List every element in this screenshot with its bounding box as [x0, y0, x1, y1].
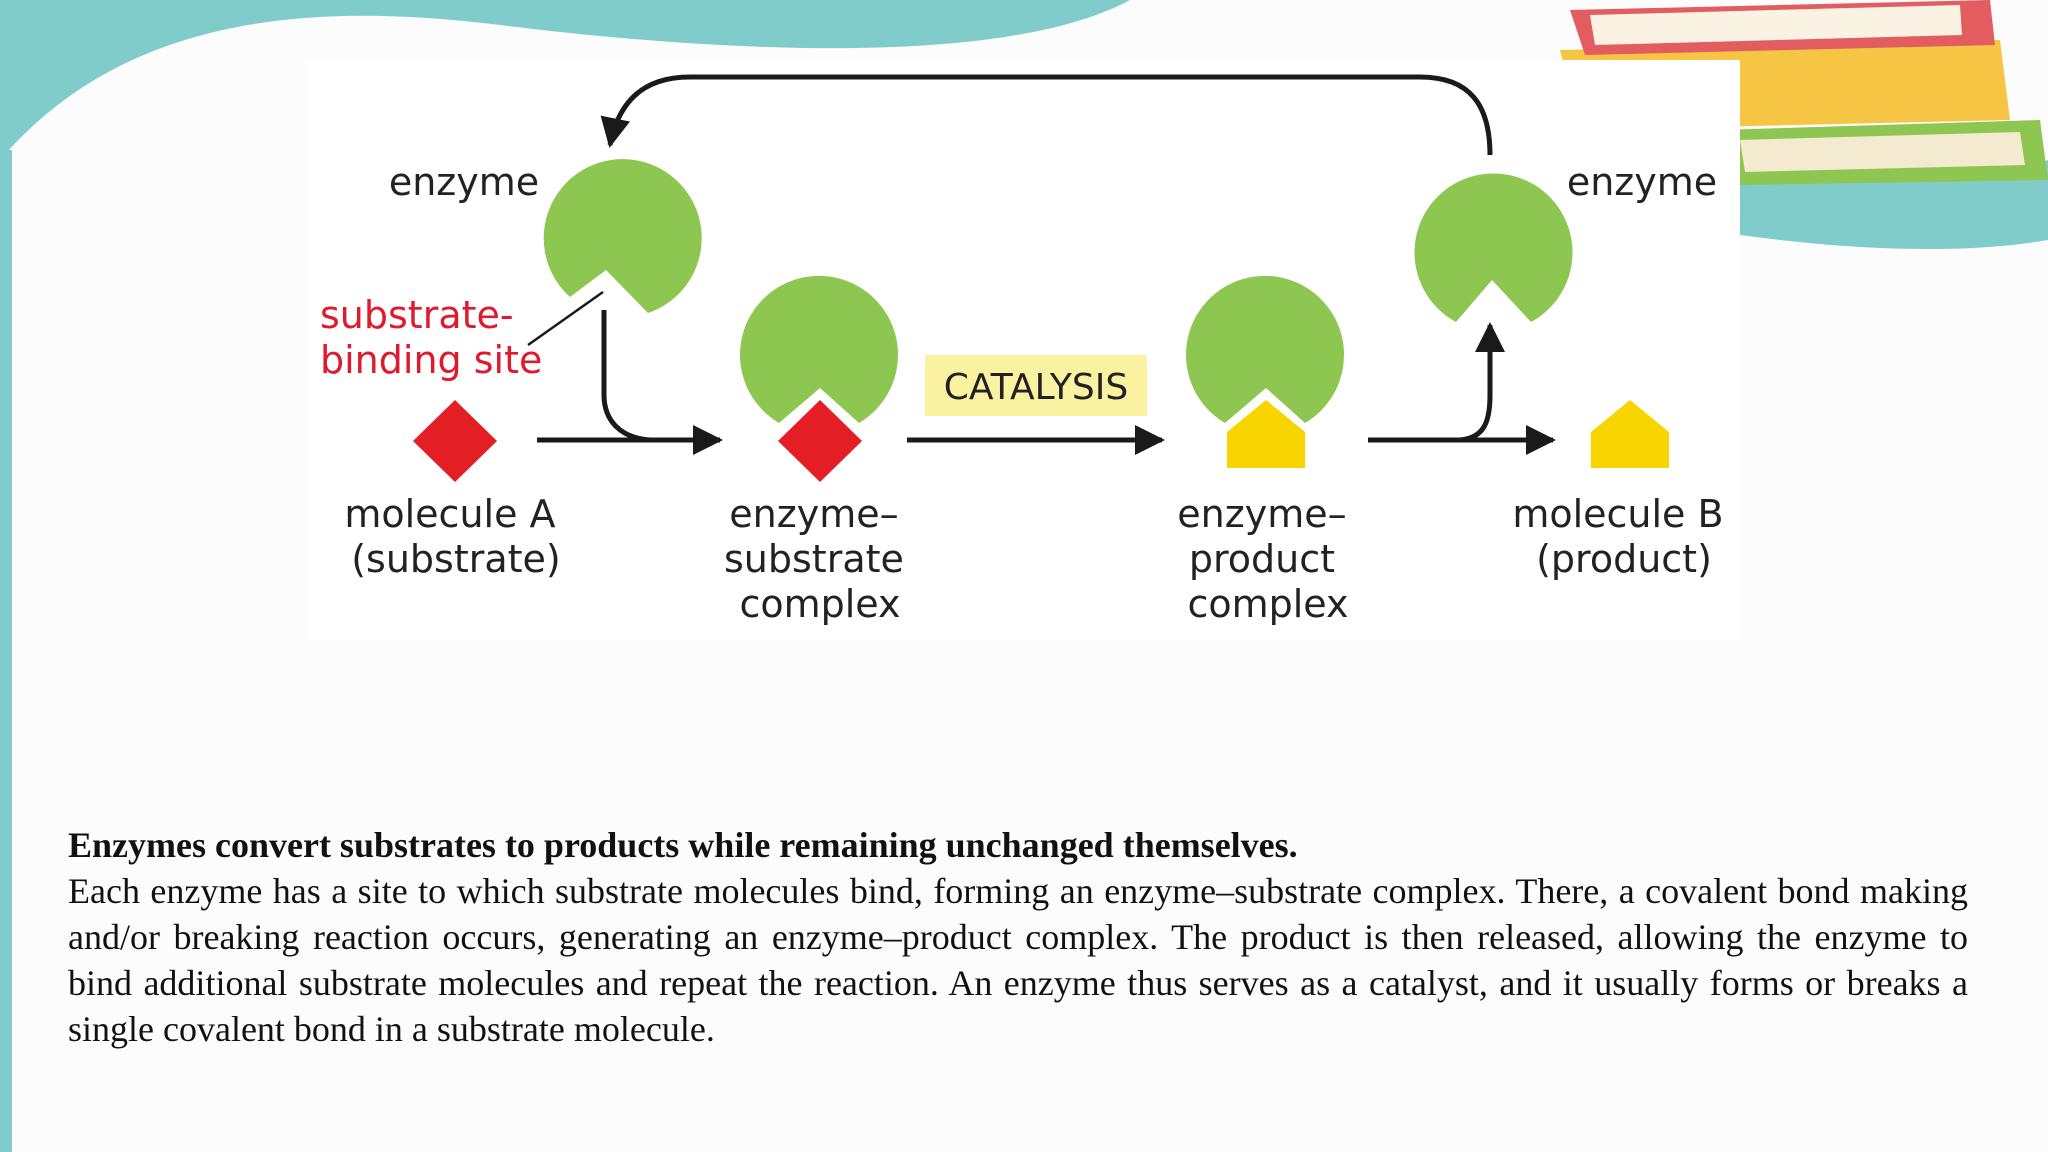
- enzyme-join-arrow: [601, 310, 651, 443]
- enzyme-right-label: enzyme: [1567, 160, 1717, 204]
- product-shape: [1591, 400, 1669, 468]
- binding-site-leader: [527, 290, 604, 347]
- enzyme-release-arrow: [1459, 322, 1505, 443]
- enzyme-left-shape: [543, 159, 702, 313]
- binding-site-label: substrate- binding site: [320, 293, 542, 382]
- enzyme-right-shape: [1414, 173, 1573, 322]
- enzyme-substrate-complex-label: enzyme– substrate complex: [724, 492, 916, 626]
- molecule-b-label: molecule B (product): [1512, 492, 1735, 581]
- teal-band-left: [0, 150, 12, 1152]
- teal-swoosh-top: [0, 0, 1130, 160]
- molecule-a-label: molecule A (substrate): [344, 492, 567, 581]
- catalysis-label: CATALYSIS: [944, 367, 1128, 408]
- enzyme-product-complex-label: enzyme– product complex: [1177, 492, 1358, 626]
- enzyme-substrate-complex-shape: [740, 275, 898, 482]
- caption-body: Each enzyme has a site to which substrat…: [68, 871, 1968, 1049]
- enzyme-left-label: enzyme: [389, 160, 539, 204]
- return-arrow: [600, 74, 1493, 156]
- arrows: [537, 74, 1556, 455]
- enzyme-product-complex-shape: [1186, 275, 1345, 468]
- caption-title: Enzymes convert substrates to products w…: [68, 825, 1298, 865]
- figure-caption: Enzymes convert substrates to products w…: [68, 822, 1968, 1052]
- substrate-diamond: [413, 400, 497, 482]
- catalysis-badge: [925, 355, 1147, 416]
